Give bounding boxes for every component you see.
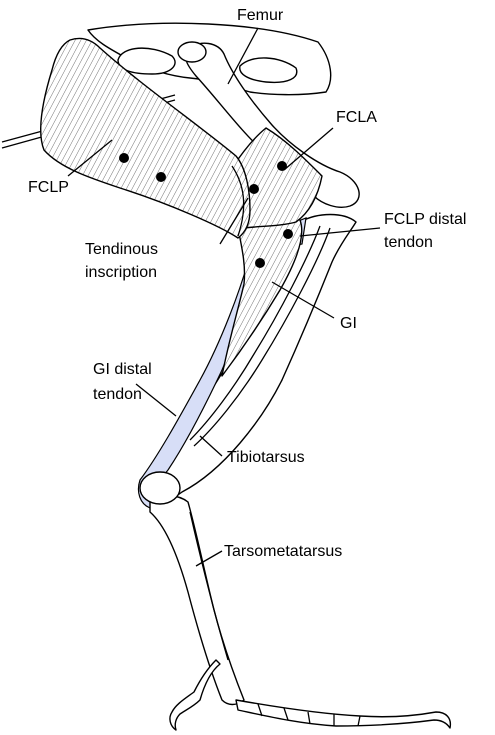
label-fclp-distal-tendon-1: FCLP distal [384, 211, 466, 228]
tarsometatarsus-bone [149, 495, 245, 706]
label-gi: GI [340, 315, 357, 332]
toe-phalanges [257, 703, 361, 727]
fibula-line-2 [189, 225, 321, 441]
hock-joint [139, 471, 181, 505]
label-femur: Femur [237, 7, 284, 24]
pelvis-foramen-2 [239, 57, 298, 84]
fibula-line [193, 227, 331, 447]
leader-lines [67, 27, 381, 567]
label-tibiotarsus: Tibiotarsus [227, 449, 305, 466]
front-toe [235, 699, 452, 729]
label-gi-distal-tendon-2: tendon [93, 386, 142, 403]
label-fclp-distal-tendon-2: tendon [384, 234, 433, 251]
label-fcla: FCLA [336, 109, 377, 126]
label-tendinous-inscription-2: inscription [85, 264, 157, 281]
label-fclp: FCLP [28, 179, 69, 196]
label-tarsometatarsus: Tarsometatarsus [224, 543, 342, 560]
hind-toe [169, 659, 221, 731]
fclp-muscle [39, 37, 251, 239]
tarsometatarsus-line [189, 511, 229, 661]
label-tendinous-inscription-1: Tendinous [85, 241, 158, 258]
attachment-dots [119, 153, 293, 268]
femur-head [177, 41, 207, 63]
tendinous-inscription-line [231, 165, 245, 237]
label-gi-distal-tendon-1: GI distal [93, 361, 152, 378]
femur-bone [185, 42, 360, 208]
